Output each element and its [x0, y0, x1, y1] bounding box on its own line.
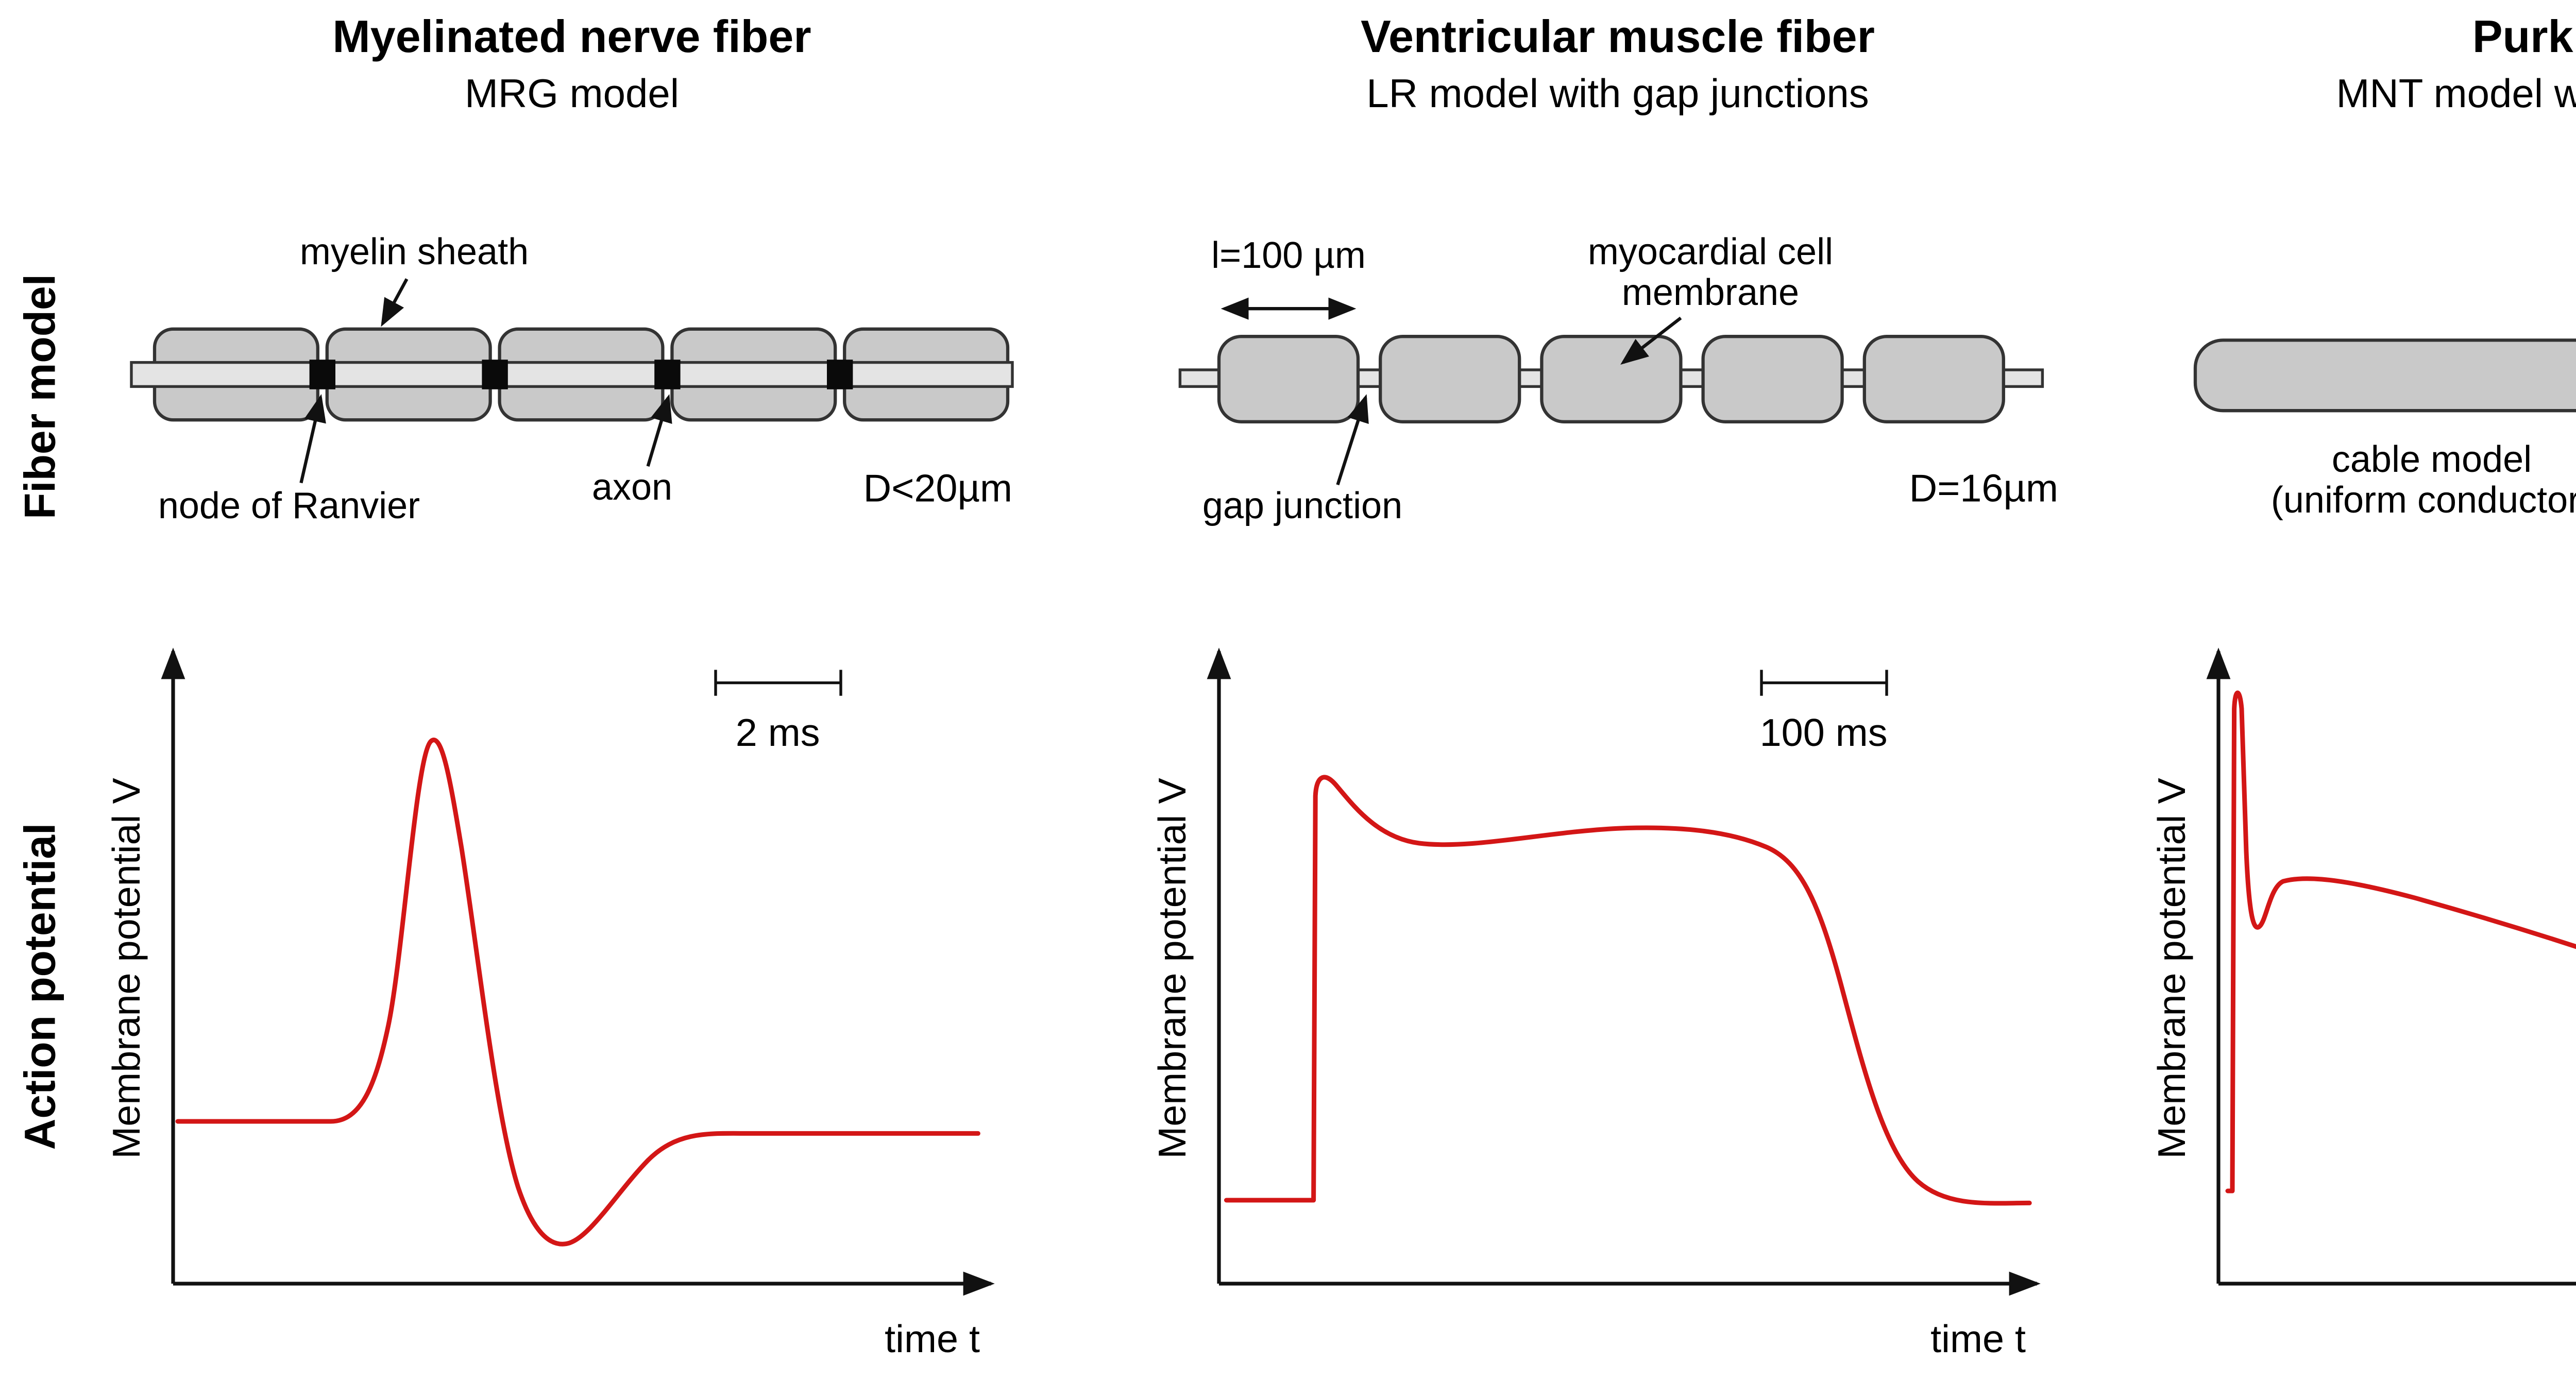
- myelin-sheath-arrow: [381, 278, 409, 327]
- cable-model-label-line1: cable model: [2332, 439, 2532, 480]
- node-of-ranvier-square: [654, 360, 681, 389]
- y-axis-label: Membrane potential V: [1151, 778, 1194, 1159]
- axon-bar: [130, 361, 1014, 388]
- x-axis-label: time t: [1930, 1318, 2026, 1361]
- fiber-model-diagram-purkinje: Purkinje fiber membrane cable model (uni…: [2193, 338, 2576, 521]
- myocardial-cell: [1379, 335, 1521, 423]
- scale-bar-label: 2 ms: [736, 711, 820, 755]
- node-of-ranvier-square: [482, 360, 508, 389]
- action-potential-plot-purkinje: Membrane potential V time t 100 ms: [2150, 647, 2576, 1286]
- scale-bar: 100 ms: [1760, 670, 1888, 755]
- cable-model-label-line2: (uniform conductor): [2271, 480, 2576, 521]
- gap-junction-label: gap junction: [1202, 485, 1402, 526]
- scale-bar-label: 100 ms: [1760, 711, 1888, 755]
- myocardial-membrane-arrow: [1620, 316, 1682, 365]
- row-label-fiber-model: Fiber model: [15, 274, 64, 520]
- column-myelinated-nerve-fiber: Myelinated nerve fiber MRG model myelin …: [105, 0, 1036, 1381]
- purkinje-fiber-rod: [2193, 338, 2576, 413]
- column-title: Purkinje fiber: [2472, 11, 2576, 62]
- myocardial-cells: [1217, 335, 2005, 423]
- fiber-end-stub: [2000, 368, 2044, 388]
- fiber-model-diagram-ventricular: l=100 µm myocardial cell membrane gap ju…: [1178, 231, 2058, 526]
- column-title: Ventricular muscle fiber: [1361, 11, 1875, 62]
- myocardial-membrane-label-line1: myocardial cell: [1588, 231, 1833, 272]
- myocardial-cell: [1701, 335, 1844, 423]
- action-potential-plot-myelinated: Membrane potential V time t 2 ms: [105, 647, 995, 1361]
- cell-length-label: l=100 µm: [1211, 235, 1366, 276]
- ap-curve-neural: [175, 738, 980, 1247]
- myocardial-cell: [1540, 335, 1683, 423]
- axon-label: axon: [592, 467, 672, 508]
- node-of-ranvier-square: [827, 360, 853, 389]
- node-of-ranvier-label: node of Ranvier: [158, 485, 420, 526]
- myocardial-cell: [1217, 335, 1360, 423]
- node-of-ranvier-square: [309, 360, 335, 389]
- column-title: Myelinated nerve fiber: [332, 11, 811, 62]
- myocardial-cell: [1862, 335, 2005, 423]
- nodes-of-ranvier: [309, 360, 853, 389]
- y-axis-label: Membrane potential V: [2150, 778, 2194, 1159]
- node-of-ranvier-arrow: [299, 394, 326, 484]
- column-subtitle: LR model with gap junctions: [1366, 71, 1869, 116]
- column-purkinje-fiber: Purkinje fiber MNT model with cable equa…: [2150, 0, 2576, 1381]
- diameter-label: D<20µm: [863, 467, 1012, 510]
- axon-arrow: [646, 394, 672, 467]
- myelin-sheath-label: myelin sheath: [300, 231, 529, 272]
- myocardial-membrane-label-line2: membrane: [1622, 272, 1799, 313]
- fiber-end-stub: [1178, 368, 1223, 388]
- action-potential-plot-ventricular: Membrane potential V time t 100 ms: [1151, 647, 2041, 1361]
- scale-bar: 2 ms: [714, 670, 842, 755]
- fiber-model-diagram-myelinated: myelin sheath node of Ranvier axon D<20µ…: [130, 231, 1014, 526]
- y-axis-label: Membrane potential V: [105, 778, 148, 1159]
- column-subtitle: MNT model with cable equation: [2336, 71, 2576, 116]
- column-subtitle: MRG model: [464, 71, 680, 116]
- x-axis-label: time t: [885, 1318, 980, 1361]
- ap-curve-purkinje: [2225, 690, 2576, 1194]
- ap-curve-ventricular: [1224, 775, 2032, 1206]
- column-ventricular-muscle-fiber: Ventricular muscle fiber LR model with g…: [1151, 0, 2081, 1381]
- gap-junction-arrow: [1336, 394, 1369, 486]
- row-label-action-potential: Action potential: [15, 823, 64, 1150]
- diameter-label: D=16µm: [1909, 467, 2058, 510]
